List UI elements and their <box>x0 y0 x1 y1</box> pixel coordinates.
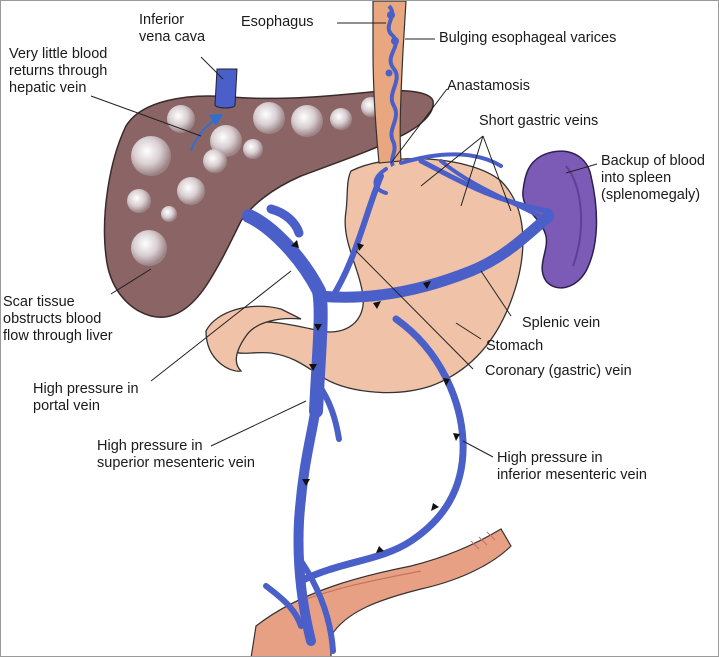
label-stomach: Stomach <box>486 338 544 354</box>
label-hepatic-vein: Very little blood returns through hepati… <box>9 46 108 96</box>
label-short-gastric-veins: Short gastric veins <box>479 113 599 129</box>
label-inferior-vena-cava: Inferior vena cava <box>139 12 206 45</box>
liver <box>103 89 434 318</box>
flow-arrows <box>291 240 460 553</box>
esophagus <box>372 1 407 167</box>
label-portal-vein: High pressure in portal vein <box>33 381 139 414</box>
label-inferior-mesenteric-vein: High pressure in inferior mesenteric vei… <box>497 450 647 483</box>
spleen <box>522 150 598 289</box>
label-splenic-vein: Splenic vein <box>522 315 601 331</box>
label-coronary-vein: Coronary (gastric) vein <box>485 363 632 379</box>
label-superior-mesenteric-vein: High pressure in superior mesenteric vei… <box>97 438 255 471</box>
inferior-vena-cava <box>190 68 238 152</box>
label-scar-tissue: Scar tissue obstructs blood flow through… <box>3 294 113 344</box>
label-splenomegaly: Backup of blood into spleen (splenomegal… <box>601 153 705 203</box>
label-esophageal-varices: Bulging esophageal varices <box>439 30 617 46</box>
portal-venous-system <box>242 152 555 654</box>
label-anastamosis: Anastamosis <box>447 78 531 94</box>
leader-lines <box>90 22 598 458</box>
intestine <box>250 528 512 656</box>
label-esophagus: Esophagus <box>241 14 314 30</box>
